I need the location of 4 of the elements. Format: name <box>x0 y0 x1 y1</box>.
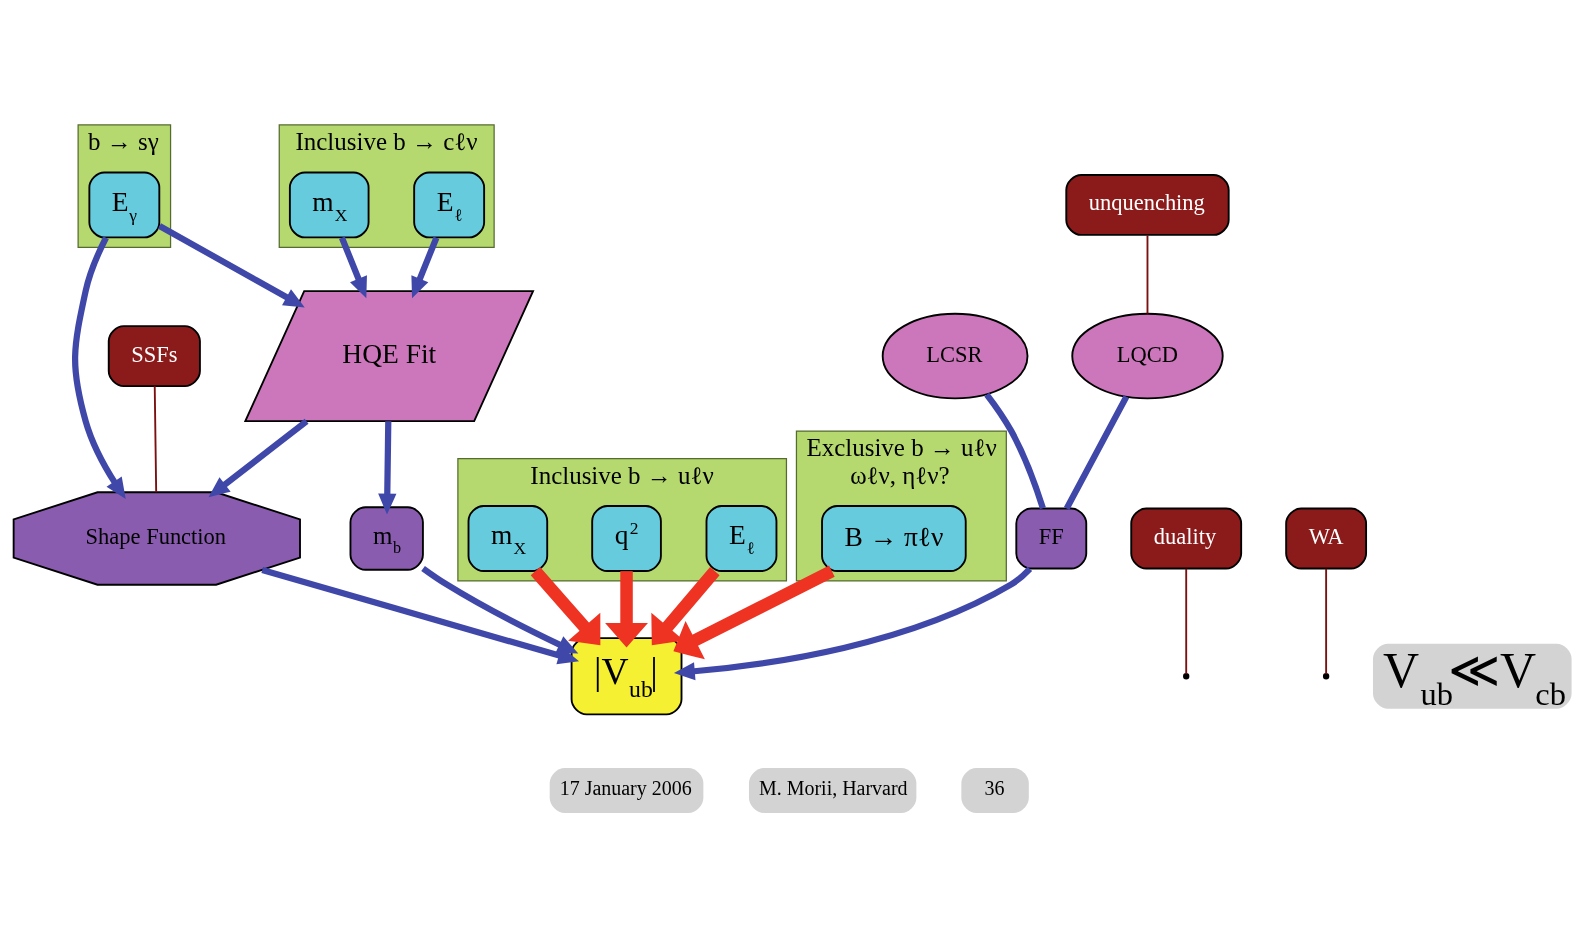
label: V$_{ub}$≪V$_{cb}$ <box>1382 641 1567 712</box>
label: 17 January 2006 <box>559 776 692 799</box>
label: 36 <box>984 776 1005 799</box>
label: M. Morii, Harvard <box>758 776 908 799</box>
